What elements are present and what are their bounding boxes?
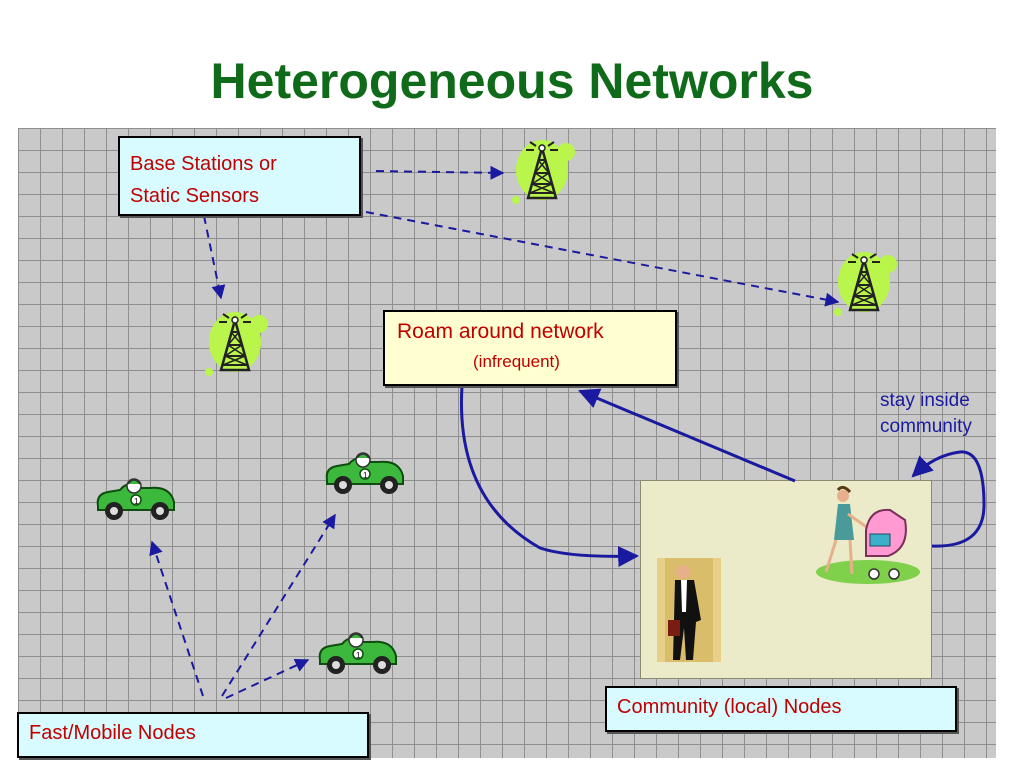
race-car-icon [318,632,397,675]
community-nodes-label: Community (local) Nodes [617,696,842,718]
stay-inside-line1: stay inside [880,390,970,411]
base-stations-label-line2: Static Sensors [130,185,259,207]
stay-inside-line2: community [880,416,972,437]
page-title: Heterogeneous Networks [210,53,814,109]
arrow-base-to-tower-right [365,211,840,307]
stay-inside-annotation: stay inside community [880,388,972,440]
woman-with-stroller-icon [816,485,920,584]
arrow-mobile-to-car-left [149,540,204,697]
radio-tower-icon [203,310,270,378]
arrow-roam-to-community [459,385,640,568]
roam-network-box: Roam around network (infrequent) [383,310,677,386]
radio-tower-icon [832,250,899,318]
race-car-icon [96,478,175,521]
arrow-community-to-roam [578,388,796,483]
fast-mobile-nodes-box: Fast/Mobile Nodes [17,712,369,758]
arrow-stay-inside-loop [911,450,986,548]
base-stations-box: Base Stations or Static Sensors [118,136,361,216]
roam-label-line1: Roam around network [397,320,604,343]
arrow-mobile-to-car-bottom [225,658,310,699]
race-car-icon [325,452,404,495]
businessman-icon [657,558,721,662]
radio-tower-icon [510,138,577,206]
arrow-base-to-tower-top [375,165,505,180]
arrow-base-to-tower-left [203,215,226,300]
fast-mobile-label: Fast/Mobile Nodes [29,722,196,744]
community-nodes-box: Community (local) Nodes [605,686,957,732]
base-stations-label-line1: Base Stations or [130,153,277,175]
arrow-mobile-to-car-top [221,513,336,697]
roam-label-line2: (infrequent) [473,352,560,371]
